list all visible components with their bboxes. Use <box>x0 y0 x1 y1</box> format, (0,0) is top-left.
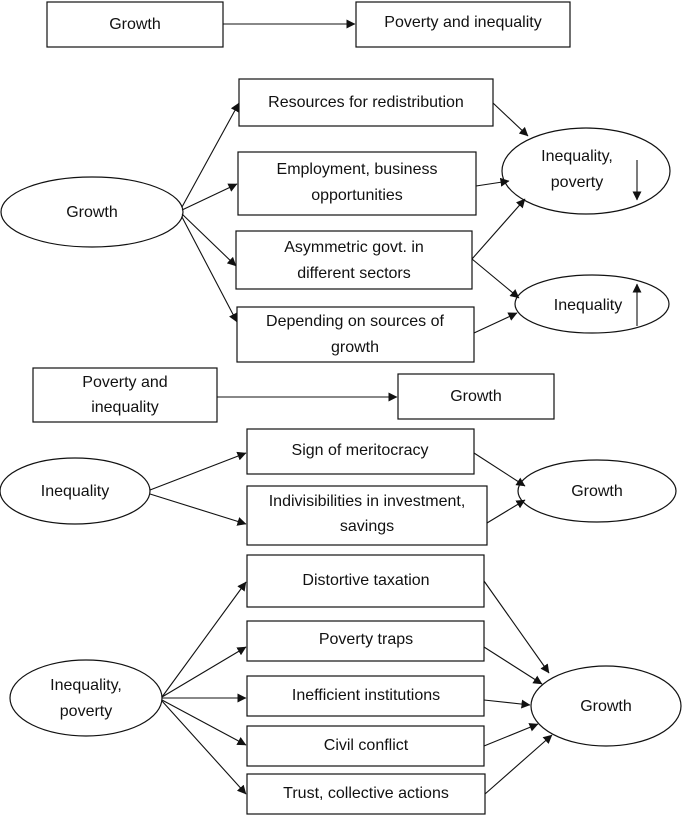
arrow-growth-to-asymmetric <box>181 213 237 267</box>
inequality-poverty-ellipse <box>501 127 671 215</box>
resources-box <box>238 78 494 127</box>
inequality-label: Inequality <box>41 483 110 500</box>
growth-ellipse-label: Growth <box>580 698 632 715</box>
trust-collective-label: Trust, collective actions <box>283 785 449 802</box>
arrow-to-distortive-taxation <box>161 581 247 698</box>
poverty-inequality-box <box>32 367 218 423</box>
growth-ellipse <box>530 665 682 747</box>
meritocracy-box <box>246 428 475 475</box>
indivisibilities-box <box>246 485 488 546</box>
depending-box <box>236 306 475 363</box>
poverty-inequality-label: Poverty and inequality <box>384 14 541 31</box>
poverty-inequality-box <box>355 1 571 48</box>
civil-conflict-label: Civil conflict <box>324 737 409 754</box>
asymmetric-label-line1: Asymmetric govt. in <box>284 239 424 256</box>
growth-ellipse-label: Growth <box>571 483 623 500</box>
arrow-civil-conflict-to-growth <box>483 723 539 747</box>
growth-label: Growth <box>450 388 502 405</box>
inequality-poverty-label-line2: poverty <box>60 703 112 720</box>
section-inequality-to-growth: Inequality Sign of meritocracy Indivisib… <box>0 428 677 546</box>
growth-ellipse <box>0 176 184 248</box>
arrow-distortive-to-growth <box>483 580 550 674</box>
resources-label: Resources for redistribution <box>268 94 464 111</box>
inequality-poverty-label-line1: Inequality, <box>541 148 613 165</box>
growth-label: Growth <box>109 16 161 33</box>
arrow-growth-to-resources <box>181 102 240 208</box>
indivisibilities-label-line2: savings <box>340 518 394 535</box>
meritocracy-label: Sign of meritocracy <box>292 442 429 459</box>
growth-ellipse <box>517 459 677 523</box>
inequality-label: Inequality <box>554 297 623 314</box>
poverty-traps-label: Poverty traps <box>319 631 413 648</box>
growth-ellipse-label: Growth <box>66 204 118 221</box>
section-growth-to-poverty: Growth Poverty and inequality <box>46 1 571 48</box>
inefficient-institutions-box <box>246 675 485 717</box>
indivisibilities-label-line1: Indivisibilities in investment, <box>269 493 466 510</box>
arrow-inefficient-to-growth <box>483 699 531 709</box>
growth-box <box>397 373 555 420</box>
arrow-to-poverty-traps <box>161 646 247 698</box>
distortive-taxation-box <box>246 554 485 608</box>
distortive-taxation-label: Distortive taxation <box>302 572 429 589</box>
arrow-poverty-traps-to-growth <box>483 646 543 685</box>
inefficient-institutions-label: Inefficient institutions <box>292 687 440 704</box>
arrow-inequality-to-indivisibilities <box>149 493 247 526</box>
arrow-to-trust-collective <box>161 700 247 795</box>
inequality-ellipse <box>514 274 670 334</box>
arrow-inequality-to-meritocracy <box>149 451 247 491</box>
asymmetric-label-line2: different sectors <box>297 265 411 282</box>
section-poverty-to-growth: Poverty and inequality Growth <box>32 367 555 423</box>
arrow-growth-to-depending <box>181 216 238 323</box>
section-inequality-poverty-to-growth: Inequality, poverty Distortive taxation … <box>9 554 682 815</box>
arrow-resources-to-inequality-poverty <box>492 102 529 137</box>
inequality-poverty-label-line1: Inequality, <box>50 677 122 694</box>
poverty-inequality-label-line2: inequality <box>91 399 159 416</box>
poverty-inequality-label-line1: Poverty and <box>82 374 167 391</box>
arrow-trust-to-growth <box>484 734 553 795</box>
employment-label-line2: opportunities <box>311 187 403 204</box>
inequality-ellipse <box>0 457 151 525</box>
trust-collective-box <box>246 773 486 815</box>
growth-box <box>46 1 224 48</box>
employment-label-line1: Employment, business <box>277 161 438 178</box>
section-growth-channels: Growth Resources for redistribution Empl… <box>0 78 671 363</box>
arrow-to-civil-conflict <box>161 699 247 746</box>
inequality-poverty-label-line2: poverty <box>551 174 603 191</box>
arrow-indivisibilities-to-growth <box>486 499 526 524</box>
arrow-asymmetric-to-inequality <box>471 258 520 299</box>
arrow-depending-to-inequality <box>473 312 518 334</box>
civil-conflict-box <box>246 725 485 767</box>
arrow-employment-to-inequality-poverty <box>475 177 510 187</box>
arrow-meritocracy-to-growth <box>473 452 526 487</box>
inequality-poverty-ellipse <box>9 659 163 737</box>
employment-box <box>237 151 477 216</box>
depending-label-line2: growth <box>331 339 379 356</box>
arrow-growth-to-employment <box>181 183 238 211</box>
arrow-asymmetric-to-inequality-poverty <box>471 198 526 260</box>
depending-label-line1: Depending on sources of <box>266 313 444 330</box>
poverty-traps-box <box>246 620 485 662</box>
